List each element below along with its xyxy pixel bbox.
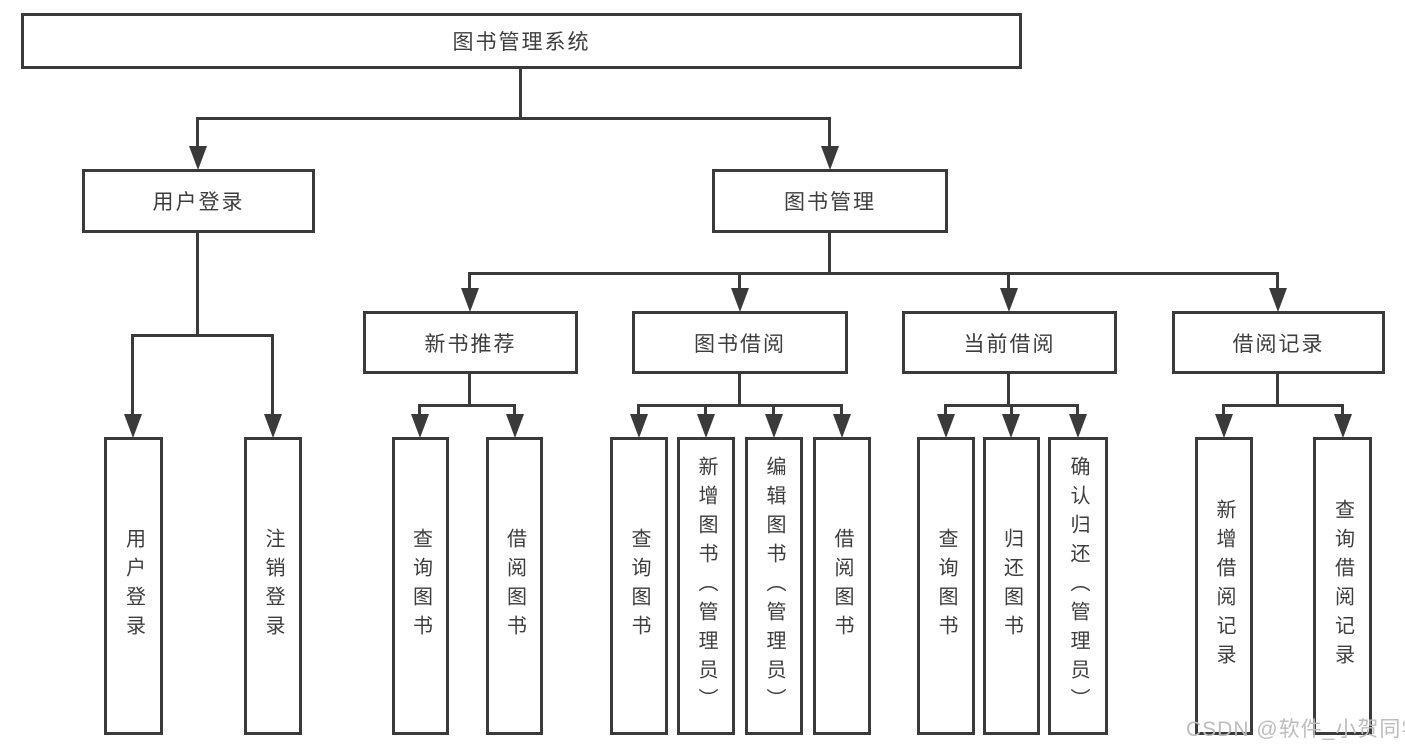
leaf-user-login: 用户登录 <box>104 437 163 735</box>
node-book-borrowing: 图书借阅 <box>632 311 848 374</box>
connector-to-borrowing-records-stem <box>1276 272 1279 290</box>
node-root-library-system: 图书管理系统 <box>21 13 1022 69</box>
arrow-cb-confirm-return <box>1069 414 1087 438</box>
arrow-to-book-borrowing <box>731 288 749 312</box>
connector-br-leaf2-stem <box>1341 404 1344 416</box>
connector-bb-leaf1-stem <box>637 404 640 416</box>
leaf-logout: 注销登录 <box>244 437 302 735</box>
leaf-br-add-record-label: 新增借阅记录 <box>1213 499 1235 673</box>
arrow-to-current-borrowing <box>1000 288 1018 312</box>
leaf-bb-add-books-admin: 新增图书（管理员） <box>677 437 735 735</box>
arrow-br-add-record <box>1215 414 1233 438</box>
leaf-cb-return-books-label: 归还图书 <box>1000 528 1023 644</box>
connector-level3-branch <box>468 272 1279 275</box>
connector-bb-stem <box>738 371 741 406</box>
arrow-to-new-book-recommend <box>461 288 479 312</box>
arrow-cb-query-books <box>937 414 955 438</box>
connector-nbr-leaf1-stem <box>418 404 421 416</box>
leaf-nbr-borrow-books: 借阅图书 <box>486 437 543 735</box>
connector-cb-leaf1-stem <box>944 404 947 416</box>
leaf-bb-borrow-books: 借阅图书 <box>813 437 871 735</box>
node-book-management: 图书管理 <box>712 169 948 233</box>
connector-to-current-borrowing-stem <box>1007 272 1010 290</box>
connector-cb-leaf3-stem <box>1076 404 1079 416</box>
arrow-to-borrowing-records <box>1269 288 1287 312</box>
connector-user-login-branch <box>131 334 274 337</box>
connector-br-stem <box>1276 371 1279 406</box>
connector-cb-stem <box>1007 371 1010 406</box>
arrow-nbr-borrow-books <box>506 414 524 438</box>
connector-nbr-leaf2-stem <box>513 404 516 416</box>
leaf-nbr-query-books: 查询图书 <box>392 437 449 735</box>
leaf-nbr-borrow-books-label: 借阅图书 <box>503 528 526 644</box>
connector-bb-leaf3-stem <box>772 404 775 416</box>
connector-to-user-login-stem <box>196 117 199 148</box>
leaf-cb-confirm-return-admin-label: 确认归还（管理员） <box>1067 455 1089 717</box>
node-new-book-recommend: 新书推荐 <box>363 311 578 374</box>
arrow-br-query-record <box>1334 414 1352 438</box>
node-borrowing-records: 借阅记录 <box>1172 311 1385 374</box>
leaf-cb-confirm-return-admin: 确认归还（管理员） <box>1048 437 1108 735</box>
arrow-to-leaf-user-login <box>124 414 142 438</box>
leaf-bb-query-books-label: 查询图书 <box>628 528 650 644</box>
node-user-login-label: 用户登录 <box>152 191 245 214</box>
node-book-borrowing-label: 图书借阅 <box>694 332 786 356</box>
connector-user-login-stem <box>196 230 199 336</box>
connector-bb-leaf2-stem <box>704 404 707 416</box>
node-book-management-label: 图书管理 <box>784 191 876 214</box>
node-current-borrowing-label: 当前借阅 <box>963 332 1056 356</box>
connector-nbr-stem <box>468 371 471 406</box>
leaf-nbr-query-books-label: 查询图书 <box>409 528 432 644</box>
leaf-bb-borrow-books-label: 借阅图书 <box>831 528 853 644</box>
connector-book-management-stem <box>828 230 831 274</box>
connector-to-new-book-recommend-stem <box>468 272 471 290</box>
arrow-to-leaf-logout <box>264 414 282 438</box>
connector-to-leaf-logout-stem <box>271 334 274 416</box>
connector-nbr-branch <box>418 404 516 407</box>
connector-level2-branch <box>196 117 831 120</box>
connector-root-stem <box>519 66 522 120</box>
arrow-bb-edit-books <box>765 414 783 438</box>
connector-bb-leaf4-stem <box>840 404 843 416</box>
arrow-bb-query-books <box>630 414 648 438</box>
leaf-cb-return-books: 归还图书 <box>983 437 1040 735</box>
connector-to-book-management-stem <box>828 117 831 148</box>
arrow-bb-borrow-books <box>833 414 851 438</box>
node-user-login: 用户登录 <box>82 169 315 233</box>
connector-to-book-borrowing-stem <box>738 272 741 290</box>
arrow-to-book-management <box>821 146 839 170</box>
node-new-book-recommend-label: 新书推荐 <box>424 332 517 356</box>
leaf-br-add-record: 新增借阅记录 <box>1195 437 1253 735</box>
leaf-bb-edit-books-admin: 编辑图书（管理员） <box>745 437 803 735</box>
leaf-user-login-label: 用户登录 <box>122 528 145 644</box>
arrow-nbr-query-books <box>411 414 429 438</box>
connector-br-leaf1-stem <box>1222 404 1225 416</box>
connector-cb-leaf2-stem <box>1010 404 1013 416</box>
node-current-borrowing: 当前借阅 <box>902 311 1117 374</box>
leaf-logout-label: 注销登录 <box>262 528 284 644</box>
leaf-br-query-record: 查询借阅记录 <box>1313 437 1372 735</box>
arrow-cb-return-books <box>1002 414 1020 438</box>
arrow-to-user-login <box>189 146 207 170</box>
leaf-bb-edit-books-admin-label: 编辑图书（管理员） <box>763 455 785 717</box>
leaf-bb-query-books: 查询图书 <box>610 437 668 735</box>
leaf-cb-query-books: 查询图书 <box>917 437 975 735</box>
leaf-bb-add-books-admin-label: 新增图书（管理员） <box>695 455 717 717</box>
arrow-bb-add-books <box>697 414 715 438</box>
leaf-br-query-record-label: 查询借阅记录 <box>1331 499 1354 673</box>
leaf-cb-query-books-label: 查询图书 <box>935 528 957 644</box>
csdn-watermark: CSDN @软件_小贺同学 <box>1186 718 1405 741</box>
node-root-label: 图书管理系统 <box>452 31 591 54</box>
connector-to-leaf-user-login-stem <box>131 334 134 416</box>
connector-br-branch <box>1222 404 1344 407</box>
connector-bb-branch <box>637 404 843 407</box>
node-borrowing-records-label: 借阅记录 <box>1232 332 1325 356</box>
